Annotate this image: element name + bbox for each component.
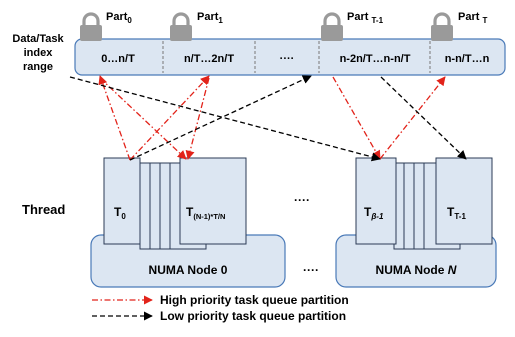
lock-icon bbox=[431, 12, 453, 41]
part-1-label-sub: 1 bbox=[218, 16, 223, 25]
thread-card-first bbox=[355, 157, 397, 245]
thread-card-last bbox=[435, 157, 493, 245]
part-0-label-sub: 0 bbox=[127, 16, 132, 25]
high-priority-arrow bbox=[129, 75, 210, 161]
thread-group-0 bbox=[103, 157, 247, 250]
high-priority-arrow bbox=[98, 75, 131, 161]
part-1-label-main: Part bbox=[197, 11, 219, 23]
lock-icon bbox=[321, 12, 343, 41]
thread-tbeta-label: Tβ-1 bbox=[364, 205, 384, 221]
part-t-range: n-n/T…n bbox=[445, 53, 490, 65]
part-t-label: Part T bbox=[458, 11, 487, 25]
high-priority-arrow bbox=[379, 76, 446, 160]
thread-tlast0-label: T(N-1)*T/N bbox=[186, 205, 225, 221]
thread-card-last bbox=[179, 157, 247, 245]
numa-node-0-label: NUMA Node 0 bbox=[149, 263, 228, 277]
index-label-line1: Data/Task bbox=[12, 33, 64, 45]
part-0-range: 0…n/T bbox=[101, 53, 135, 65]
thread-tlast-label: TT-1 bbox=[447, 205, 466, 221]
part-t-label-main: Part bbox=[458, 11, 482, 23]
part-t-label-sub: T bbox=[482, 16, 487, 25]
high-priority-arrow bbox=[99, 77, 187, 160]
thread-tlast0-main: T bbox=[186, 205, 194, 219]
numa-node-n-label-main: NUMA Node bbox=[376, 263, 448, 277]
thread-tbeta-main: T bbox=[364, 205, 372, 219]
thread-tlast0-sub: (N-1)*T/N bbox=[193, 212, 225, 221]
high-priority-arrow bbox=[332, 76, 381, 160]
numa-ellipsis: ···· bbox=[303, 263, 319, 277]
low-priority-arrow bbox=[380, 76, 467, 160]
legend-high-label: High priority task queue partition bbox=[160, 293, 349, 307]
numa-node-n-label-var: N bbox=[448, 263, 457, 277]
thread-group-n bbox=[355, 157, 493, 250]
numa-node-n-label: NUMA Node N bbox=[376, 263, 457, 277]
part-t-minus-1-label-sub: T-1 bbox=[371, 16, 383, 25]
low-priority-arrow bbox=[129, 75, 312, 161]
thread-tlast-sub: T-1 bbox=[454, 212, 466, 221]
thread-card-first bbox=[103, 157, 141, 245]
index-range-bar bbox=[74, 38, 506, 76]
thread-t0-main: T bbox=[114, 205, 122, 219]
thread-t0-label: T0 bbox=[114, 205, 126, 221]
index-ellipsis: ···· bbox=[280, 53, 295, 65]
lock-icon bbox=[170, 12, 192, 41]
lock-icon bbox=[80, 12, 102, 41]
part-t-minus-1-label-main: Part bbox=[347, 11, 371, 23]
thread-t0-sub: 0 bbox=[121, 212, 126, 221]
part-1-label: Part1 bbox=[197, 11, 223, 25]
part-0-label: Part0 bbox=[106, 11, 132, 25]
thread-tbeta-sub: β-1 bbox=[370, 212, 384, 221]
thread-label: Thread bbox=[22, 202, 65, 217]
thread-tlast-main: T bbox=[447, 205, 455, 219]
part-1-range: n/T…2n/T bbox=[184, 53, 234, 65]
low-priority-arrow bbox=[69, 76, 381, 162]
index-label-line3: range bbox=[23, 61, 53, 73]
index-label-line2: index bbox=[24, 47, 54, 59]
legend-low-label: Low priority task queue partition bbox=[160, 309, 346, 323]
thread-ellipsis: ···· bbox=[294, 193, 310, 207]
part-0-label-main: Part bbox=[106, 11, 128, 23]
part-t-minus-1-label: Part T-1 bbox=[347, 11, 384, 25]
part-t-minus-1-range: n-2n/T…n-n/T bbox=[340, 53, 411, 65]
high-priority-arrow bbox=[185, 77, 210, 160]
